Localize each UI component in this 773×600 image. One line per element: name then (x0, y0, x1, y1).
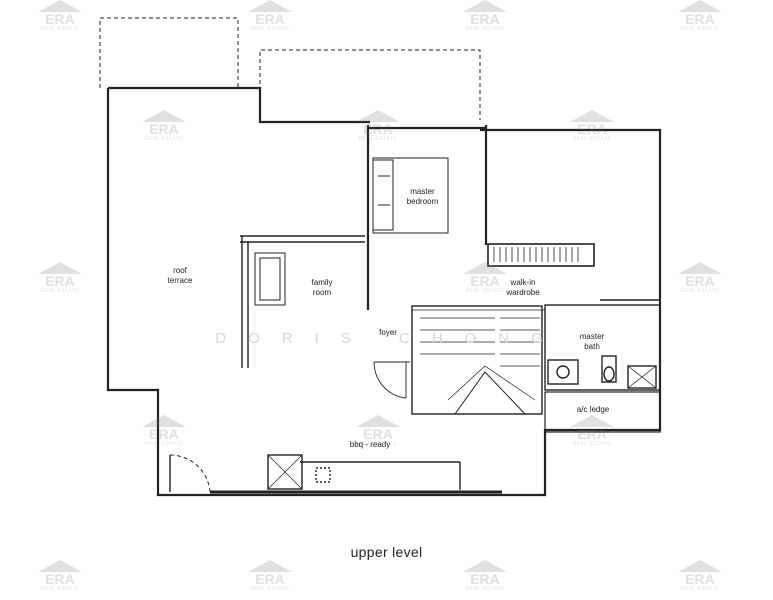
sofa (254, 252, 286, 306)
watermark-brand: ERA (45, 273, 75, 289)
watermark-subtitle: REAL ESTATE (465, 586, 505, 592)
watermark-subtitle: REAL ESTATE (680, 26, 720, 32)
bbq-counter (210, 454, 502, 494)
watermark-subtitle: REAL ESTATE (144, 441, 184, 447)
watermark-subtitle: REAL ESTATE (465, 288, 505, 294)
watermark-brand: ERA (470, 273, 500, 289)
master-bedroom-label: master bedroom (406, 187, 439, 206)
ac-ledge (544, 391, 661, 433)
watermark-subtitle: REAL ESTATE (465, 26, 505, 32)
watermark-subtitle: REAL ESTATE (358, 136, 398, 142)
watermark-brand: ERA (45, 571, 75, 587)
watermark-subtitle: REAL ESTATE (40, 586, 80, 592)
master-bath-walls (544, 299, 661, 391)
master-bedroom-walls (366, 125, 488, 310)
watermark-subtitle: REAL ESTATE (250, 586, 290, 592)
watermark-brand: ERA (685, 11, 715, 27)
watermark-subtitle: REAL ESTATE (144, 136, 184, 142)
watermark-brand: ERA (149, 121, 179, 137)
dashed-roof-outline (99, 17, 481, 120)
floor-caption: upper level (350, 544, 423, 560)
master-bath-label: master bath (579, 332, 605, 351)
walk-in-wardrobe-label: walk-in wardrobe (506, 278, 540, 297)
walk-in-wardrobe-shelf (487, 243, 595, 267)
ac-ledge-label: a/c ledge (576, 405, 610, 414)
terrace-door (169, 454, 211, 493)
watermark-subtitle: REAL ESTATE (40, 288, 80, 294)
watermark-subtitle: REAL ESTATE (358, 441, 398, 447)
watermark-brand: ERA (255, 11, 285, 27)
watermark-brand: ERA (685, 571, 715, 587)
outer-walls (106, 86, 662, 497)
watermark-brand: ERA (255, 571, 285, 587)
staircase (411, 305, 545, 415)
watermark-subtitle: REAL ESTATE (680, 586, 720, 592)
family-room-label: family room (311, 278, 333, 297)
bed (372, 157, 449, 234)
watermark-brand: ERA (470, 11, 500, 27)
foyer-label: foyer (379, 328, 397, 337)
watermark-brand: ERA (685, 273, 715, 289)
watermark-subtitle: REAL ESTATE (680, 288, 720, 294)
watermark-brand: ERA (45, 11, 75, 27)
watermark-subtitle: REAL ESTATE (572, 441, 612, 447)
watermark-brand: ERA (577, 426, 607, 442)
watermark-subtitle: REAL ESTATE (572, 136, 612, 142)
agent-name-watermark: DORIS CHONG (215, 330, 565, 347)
roof-terrace-label: roof terrace (167, 266, 193, 285)
watermark-brand: ERA (577, 121, 607, 137)
watermark-subtitle: REAL ESTATE (40, 26, 80, 32)
foyer-door (373, 361, 410, 399)
family-room-walls (240, 235, 365, 368)
watermark-brand: ERA (149, 426, 179, 442)
watermark-brand: ERA (363, 121, 393, 137)
bbq-ready-label: bbq - ready (349, 440, 391, 449)
watermark-brand: ERA (470, 571, 500, 587)
watermark-brand: ERA (363, 426, 393, 442)
watermark-subtitle: REAL ESTATE (250, 26, 290, 32)
